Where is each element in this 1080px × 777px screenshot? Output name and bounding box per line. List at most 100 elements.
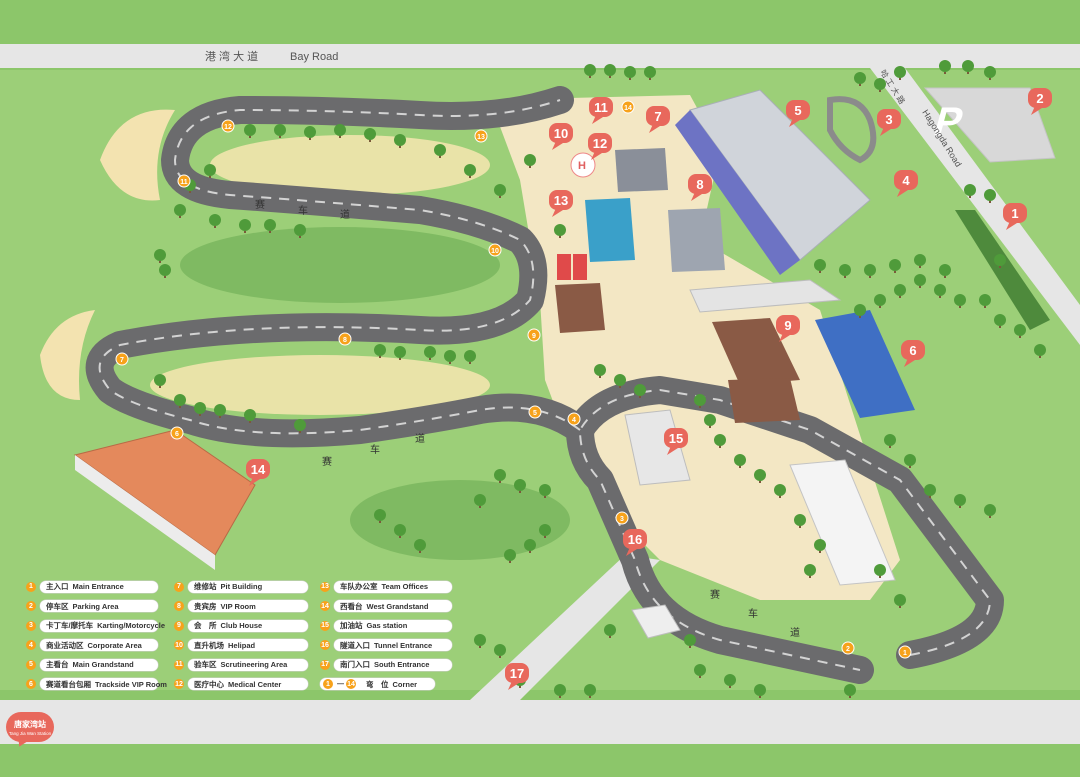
tree [704, 414, 716, 428]
tree [524, 154, 536, 168]
parking-area [923, 87, 1056, 163]
location-marker-10[interactable]: 10 [549, 123, 573, 150]
tree [294, 419, 306, 433]
tree [394, 524, 406, 538]
tree [979, 294, 991, 308]
bay-road [0, 44, 1080, 68]
legend-label-en: South Entrance [374, 660, 430, 669]
marker-number: 2 [1036, 91, 1043, 106]
sand-patch [100, 109, 175, 201]
location-marker-9[interactable]: 9 [776, 315, 800, 342]
tree [864, 264, 876, 278]
svg-text:车: 车 [370, 443, 380, 456]
tree [424, 346, 436, 360]
location-marker-15[interactable]: 15 [664, 428, 688, 455]
location-marker-14[interactable]: 14 [246, 459, 270, 486]
corner-marker-2: 2 [841, 641, 855, 655]
corner-number: 6 [175, 431, 179, 438]
infield-grass [350, 480, 570, 560]
location-marker-2[interactable]: 2 [1028, 88, 1052, 115]
tree [754, 469, 766, 483]
corner-number: 12 [224, 124, 232, 131]
legend-number: 14 [346, 679, 356, 689]
station-marker[interactable]: 唐家湾站 Tang Jia Wan Station [6, 712, 54, 749]
infield-sand [210, 135, 490, 195]
location-marker-16[interactable]: 16 [623, 529, 647, 556]
location-marker-6[interactable]: 6 [901, 340, 925, 367]
corner-number: 3 [620, 516, 624, 523]
west-grandstand-wall [75, 455, 215, 570]
tree [274, 124, 286, 138]
location-marker-11[interactable]: 11 [589, 97, 613, 124]
legend-number: 11 [174, 659, 184, 670]
corner-marker-6: 6 [170, 426, 184, 440]
location-marker-7[interactable]: 7 [646, 106, 670, 133]
legend-label-en: Team Offices [381, 582, 429, 591]
tree [614, 374, 626, 388]
corner-marker-10: 10 [488, 243, 502, 257]
marker-number: 12 [593, 136, 607, 151]
tree [294, 224, 306, 238]
tree [854, 72, 866, 86]
infield-sand [150, 355, 490, 415]
trees [154, 60, 1046, 698]
tree [814, 259, 826, 273]
legend-label-en: VIP Room [220, 601, 256, 611]
legend-label-en: Gas station [366, 621, 408, 630]
hagongda-road [870, 68, 1080, 345]
location-marker-17[interactable]: 17 [505, 663, 529, 690]
tree [474, 494, 486, 508]
legend-number: 3 [26, 620, 36, 631]
marker-number: 4 [902, 173, 910, 188]
marker-number: 6 [909, 343, 916, 358]
tree [464, 350, 476, 364]
tree [984, 66, 996, 80]
location-marker-1[interactable]: 1 [1003, 203, 1027, 230]
corner-number: 7 [120, 357, 124, 364]
legend-number: 1 [26, 581, 36, 592]
tree [539, 484, 551, 498]
location-marker-13[interactable]: 13 [549, 190, 573, 217]
location-marker-12[interactable]: 12 [588, 133, 612, 160]
tree [524, 539, 536, 553]
corner-marker-1: 1 [898, 645, 912, 659]
tree [604, 64, 616, 78]
tree [204, 164, 216, 178]
tree [894, 284, 906, 298]
location-marker-3[interactable]: 3 [877, 109, 901, 136]
tree [474, 634, 486, 648]
trackside-vip-room [815, 310, 915, 418]
station-name-en: Tang Jia Wan Station [8, 730, 52, 736]
location-marker-5[interactable]: 5 [786, 100, 810, 127]
tree [494, 644, 506, 658]
location-marker-8[interactable]: 8 [688, 174, 712, 201]
tree [874, 564, 886, 578]
tree [804, 564, 816, 578]
svg-text:车: 车 [298, 204, 308, 217]
legend-label-cn: 车队办公室 [340, 582, 378, 591]
legend-label-en: Corporate Area [87, 640, 142, 650]
tree [984, 504, 996, 518]
legend-number: 17 [320, 659, 330, 670]
corner-marker-4: 4 [567, 412, 581, 426]
tree [962, 60, 974, 74]
tree [364, 128, 376, 142]
club-house [712, 318, 800, 385]
svg-text:赛: 赛 [322, 455, 332, 468]
legend-label-cn: 卡丁车/摩托车 [46, 621, 94, 630]
legend-number: 12 [174, 679, 184, 689]
legend-number: 4 [26, 640, 36, 650]
location-marker-4[interactable]: 4 [894, 170, 918, 197]
